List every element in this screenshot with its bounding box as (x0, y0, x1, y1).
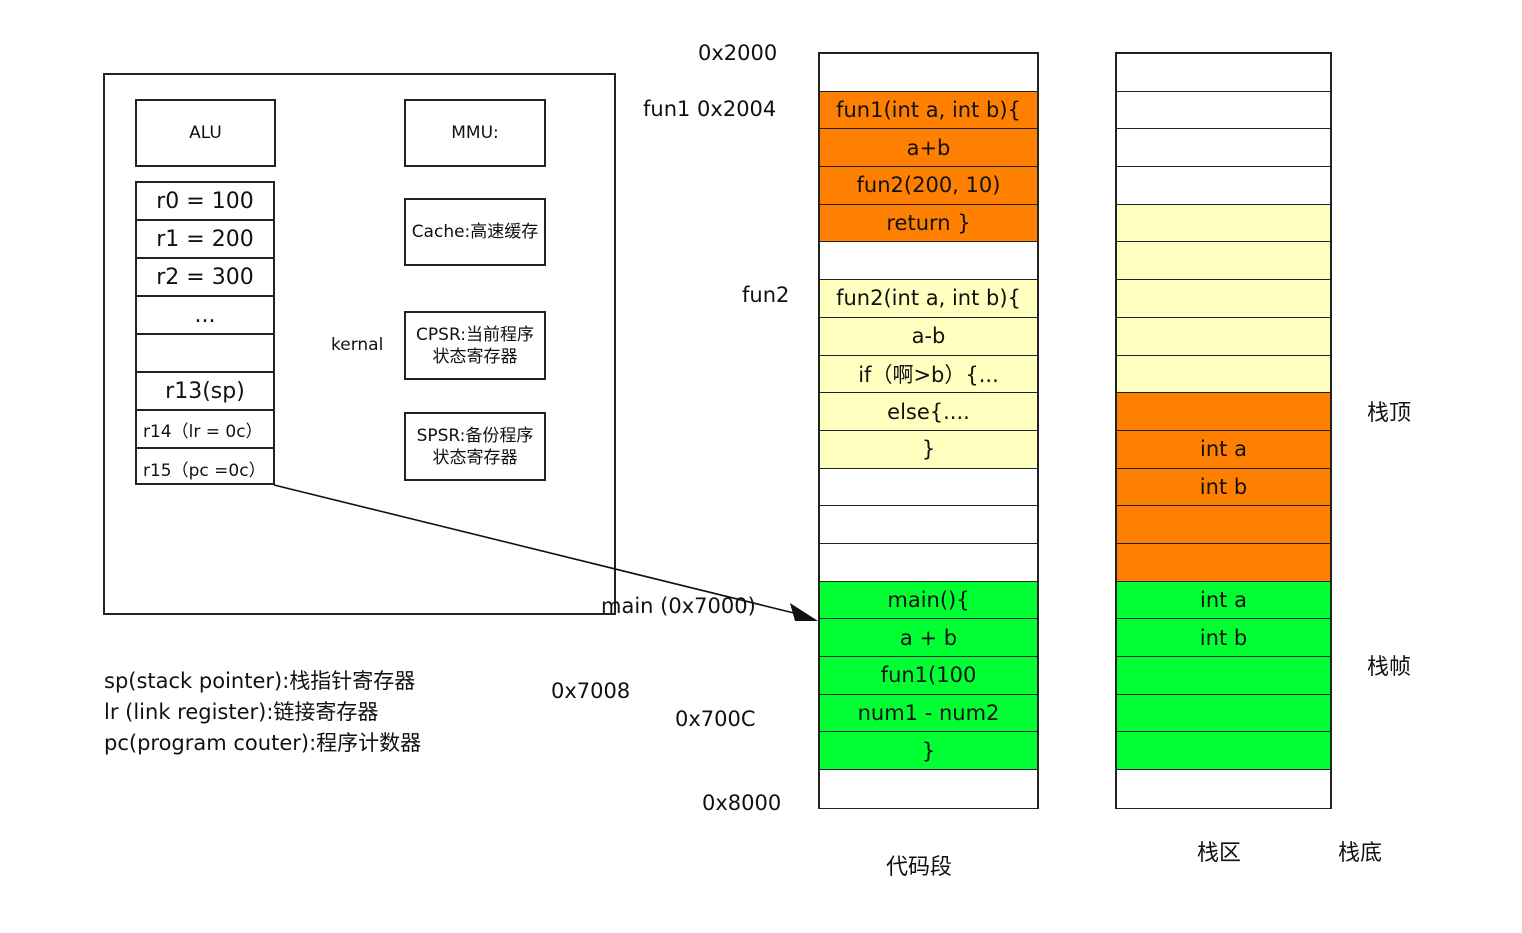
register-row: r14（lr = 0c） (137, 411, 273, 449)
stack-cell (1117, 393, 1330, 431)
code-segment-cell-text: fun1(int a, int b){ (836, 98, 1021, 123)
kernal-label: kernal (331, 335, 384, 355)
stack-cell-text: int a (1200, 437, 1247, 462)
address-0x7008: 0x7008 (551, 679, 631, 703)
cache-label: Cache:高速缓存 (411, 222, 539, 242)
mmu-label: MMU: (451, 123, 499, 143)
stack-cell: int b (1117, 619, 1330, 657)
register-row: r0 = 100 (137, 183, 273, 221)
address-0x2000: 0x2000 (698, 41, 778, 65)
code-segment-cell (820, 54, 1037, 92)
code-segment-cell (820, 770, 1037, 808)
spsr-box: SPSR:备份程序状态寄存器 (404, 412, 546, 481)
code-segment-cell (820, 543, 1037, 582)
code-segment-cell: fun2(int a, int b){ (820, 280, 1037, 318)
stack-frame-label: 栈帧 (1367, 655, 1412, 680)
code-segment-cell-text: num1 - num2 (857, 701, 1000, 726)
register-row: ... (137, 297, 273, 335)
stack-cell (1117, 694, 1330, 733)
cpsr-box: CPSR:当前程序状态寄存器 (404, 311, 546, 380)
pc-arrow-line (273, 484, 799, 615)
code-segment-cell: num1 - num2 (820, 694, 1037, 733)
register-row (137, 335, 273, 373)
cpsr-label: CPSR:当前程序状态寄存器 (416, 324, 534, 367)
stack-cell (1117, 280, 1330, 318)
code-segment-cell-text: a+b (906, 135, 951, 160)
stack-cell (1117, 54, 1330, 92)
stack-bottom-label: 栈底 (1338, 841, 1383, 866)
code-segment-cell-text: } (921, 738, 936, 763)
register-row: r13(sp) (137, 373, 273, 411)
code-segment-cell-text: fun1(100 (880, 663, 977, 688)
code-segment-cell (820, 242, 1037, 281)
stack-top-label: 栈顶 (1367, 401, 1412, 426)
register-row: r15（pc =0c） (143, 460, 266, 481)
code-segment-cell-text: main(){ (887, 587, 970, 612)
register-row: r1 = 200 (137, 221, 273, 259)
register-legend: sp(stack pointer):栈指针寄存器 lr (link regist… (104, 666, 421, 759)
code-segment-cell: fun2(200, 10) (820, 167, 1037, 205)
code-segment-cell: fun1(int a, int b){ (820, 91, 1037, 130)
address-0x700c: 0x700C (675, 707, 756, 731)
stack-cell-text: int a (1200, 587, 1247, 612)
code-segment-cell-text: return } (886, 211, 971, 236)
stack-cell (1117, 506, 1330, 544)
alu-label: ALU (189, 123, 222, 143)
code-segment-caption: 代码段 (886, 855, 953, 880)
code-segment-cell: if（啊>b）{... (820, 355, 1037, 394)
stack-cell-text: int b (1199, 625, 1248, 650)
legend-pc: pc(program couter):程序计数器 (104, 731, 422, 755)
code-segment-column: fun1(int a, int b){ a+b fun2(200, 10) retur… (818, 52, 1039, 809)
alu-box: ALU (135, 99, 276, 167)
address-0x8000: 0x8000 (702, 791, 782, 815)
register-row: r2 = 300 (137, 259, 273, 297)
code-segment-cell-text: a + b (899, 625, 958, 650)
code-segment-cell: else{.... (820, 393, 1037, 431)
pc-arrow-head (790, 603, 818, 621)
legend-sp: sp(stack pointer):栈指针寄存器 (104, 669, 416, 693)
legend-lr: lr (link register):链接寄存器 (104, 700, 379, 724)
stack-cell (1117, 732, 1330, 771)
code-segment-cell: main(){ (820, 581, 1037, 620)
code-segment-cell-text: if（啊>b）{... (858, 362, 999, 387)
stack-column: int a int b int a int b (1115, 52, 1332, 809)
stack-caption: 栈区 (1197, 841, 1242, 866)
code-segment-cell (820, 506, 1037, 544)
stack-cell (1117, 91, 1330, 130)
code-segment-cell: } (820, 430, 1037, 469)
spsr-label: SPSR:备份程序状态寄存器 (416, 425, 534, 468)
stack-cell (1117, 317, 1330, 356)
cache-box: Cache:高速缓存 (404, 198, 546, 266)
code-segment-cell: a+b (820, 129, 1037, 168)
code-segment-cell-text: fun2(int a, int b){ (836, 286, 1021, 311)
address-fun2: fun2 (742, 283, 790, 307)
stack-cell: int a (1117, 581, 1330, 620)
code-segment-cell: fun1(100 (820, 657, 1037, 695)
mmu-box: MMU: (404, 99, 546, 167)
code-segment-cell-text: fun2(200, 10) (856, 173, 1001, 198)
stack-cell (1117, 657, 1330, 695)
stack-cell (1117, 242, 1330, 281)
stack-cell (1117, 129, 1330, 168)
stack-cell (1117, 167, 1330, 205)
address-fun1: fun1 0x2004 (643, 97, 777, 121)
code-segment-cell-text: else{.... (887, 399, 970, 424)
code-segment-cell-text: } (921, 437, 936, 462)
code-segment-cell-text: a-b (911, 324, 946, 349)
stack-cell: int b (1117, 468, 1330, 507)
code-segment-cell: a-b (820, 317, 1037, 356)
stack-cell (1117, 770, 1330, 808)
code-segment-cell: } (820, 732, 1037, 771)
stack-cell (1117, 543, 1330, 582)
code-segment-cell (820, 468, 1037, 507)
code-segment-cell: return } (820, 204, 1037, 243)
stack-cell: int a (1117, 430, 1330, 469)
stack-cell-text: int b (1199, 474, 1248, 499)
code-segment-cell: a + b (820, 619, 1037, 657)
stack-cell (1117, 204, 1330, 243)
stack-cell (1117, 355, 1330, 394)
